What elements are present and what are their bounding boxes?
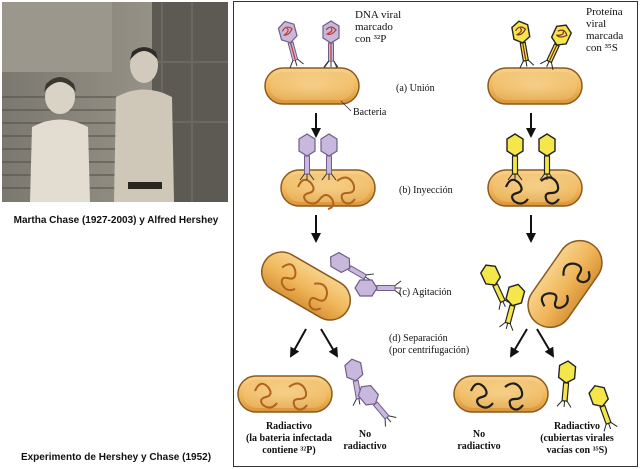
bacteria-d-left <box>237 375 333 413</box>
svg-text:marcada: marcada <box>586 30 623 42</box>
svg-text:radiactivo: radiactivo <box>343 441 386 452</box>
bacteria-c-right <box>527 239 603 329</box>
svg-text:vacías con ³⁵S): vacías con ³⁵S) <box>547 445 608 456</box>
svg-text:No: No <box>473 429 485 440</box>
svg-text:con ³⁵S: con ³⁵S <box>586 42 618 54</box>
arrow-sep-right-2 <box>536 328 555 358</box>
bacteria-b-right <box>487 169 583 207</box>
experiment-caption: Experimento de Hershey y Chase (1952) <box>20 452 212 463</box>
svg-text:Radiactivo: Radiactivo <box>554 421 600 432</box>
phage-dna-c-2 <box>354 279 402 297</box>
phage-dna-a-1 <box>277 19 304 68</box>
protein-label: Proteína viral marcada con ³⁵S <box>586 6 623 54</box>
svg-text:Proteína: Proteína <box>586 6 623 18</box>
phage-protein-c-2 <box>497 281 527 332</box>
svg-text:(la bateria infectada: (la bateria infectada <box>246 433 332 444</box>
photo-caption: Martha Chase (1927-2003) y Alfred Hershe… <box>13 215 219 226</box>
hershey-chase-diagram: DNA viral marcado con ³²P Proteína viral… <box>233 1 638 467</box>
svg-text:marcado: marcado <box>355 21 393 33</box>
step-d-label: (d) Separación (por centrifugación) <box>389 333 469 356</box>
phage-protein-a-2 <box>539 22 573 70</box>
phage-protein-a-1 <box>511 20 535 68</box>
dna-label: DNA viral marcado con ³²P <box>355 9 401 45</box>
arrow-sep-left-1 <box>290 328 307 358</box>
svg-text:DNA viral: DNA viral <box>355 9 401 21</box>
phage-dna-d-2 <box>354 381 398 428</box>
svg-text:No: No <box>359 429 371 440</box>
phage-protein-c-1 <box>477 261 514 311</box>
svg-text:(cubiertas virales: (cubiertas virales <box>540 433 614 444</box>
step-c-label: (c) Agitación <box>399 287 451 298</box>
phage-dna-a-2 <box>323 21 339 67</box>
svg-text:contiene ³²P): contiene ³²P) <box>262 445 315 456</box>
svg-text:Radiactivo: Radiactivo <box>266 421 312 432</box>
bacteria-a-right <box>487 67 583 105</box>
svg-text:con ³²P: con ³²P <box>355 33 386 45</box>
arrow-sep-left-2 <box>320 328 339 358</box>
photo-chase-hershey <box>2 2 228 202</box>
result-right-radioactive: Radiactivo (cubiertas virales vacías con… <box>540 421 614 456</box>
svg-text:radiactivo: radiactivo <box>457 441 500 452</box>
step-b-label: (b) Inyección <box>399 185 453 196</box>
step-a-label: (a) Unión <box>396 83 435 94</box>
svg-text:viral: viral <box>586 18 606 30</box>
result-right-not-radioactive: No radiactivo <box>457 429 500 452</box>
bacteria-a-left <box>264 67 360 105</box>
result-left-radioactive: Radiactivo (la bateria infectada contien… <box>246 421 332 456</box>
photo-illustration <box>2 2 228 202</box>
bacteria-b-left <box>280 169 376 210</box>
arrow-sep-right-1 <box>509 328 528 358</box>
bacteria-c-left <box>261 251 351 321</box>
bacteria-d-right <box>453 375 549 413</box>
svg-text:(por centrifugación): (por centrifugación) <box>389 345 469 356</box>
bacteria-label: Bacteria <box>353 107 387 118</box>
phage-protein-d-1 <box>555 359 577 409</box>
svg-text:(d) Separación: (d) Separación <box>389 333 448 344</box>
result-left-not-radioactive: No radiactivo <box>343 429 386 452</box>
